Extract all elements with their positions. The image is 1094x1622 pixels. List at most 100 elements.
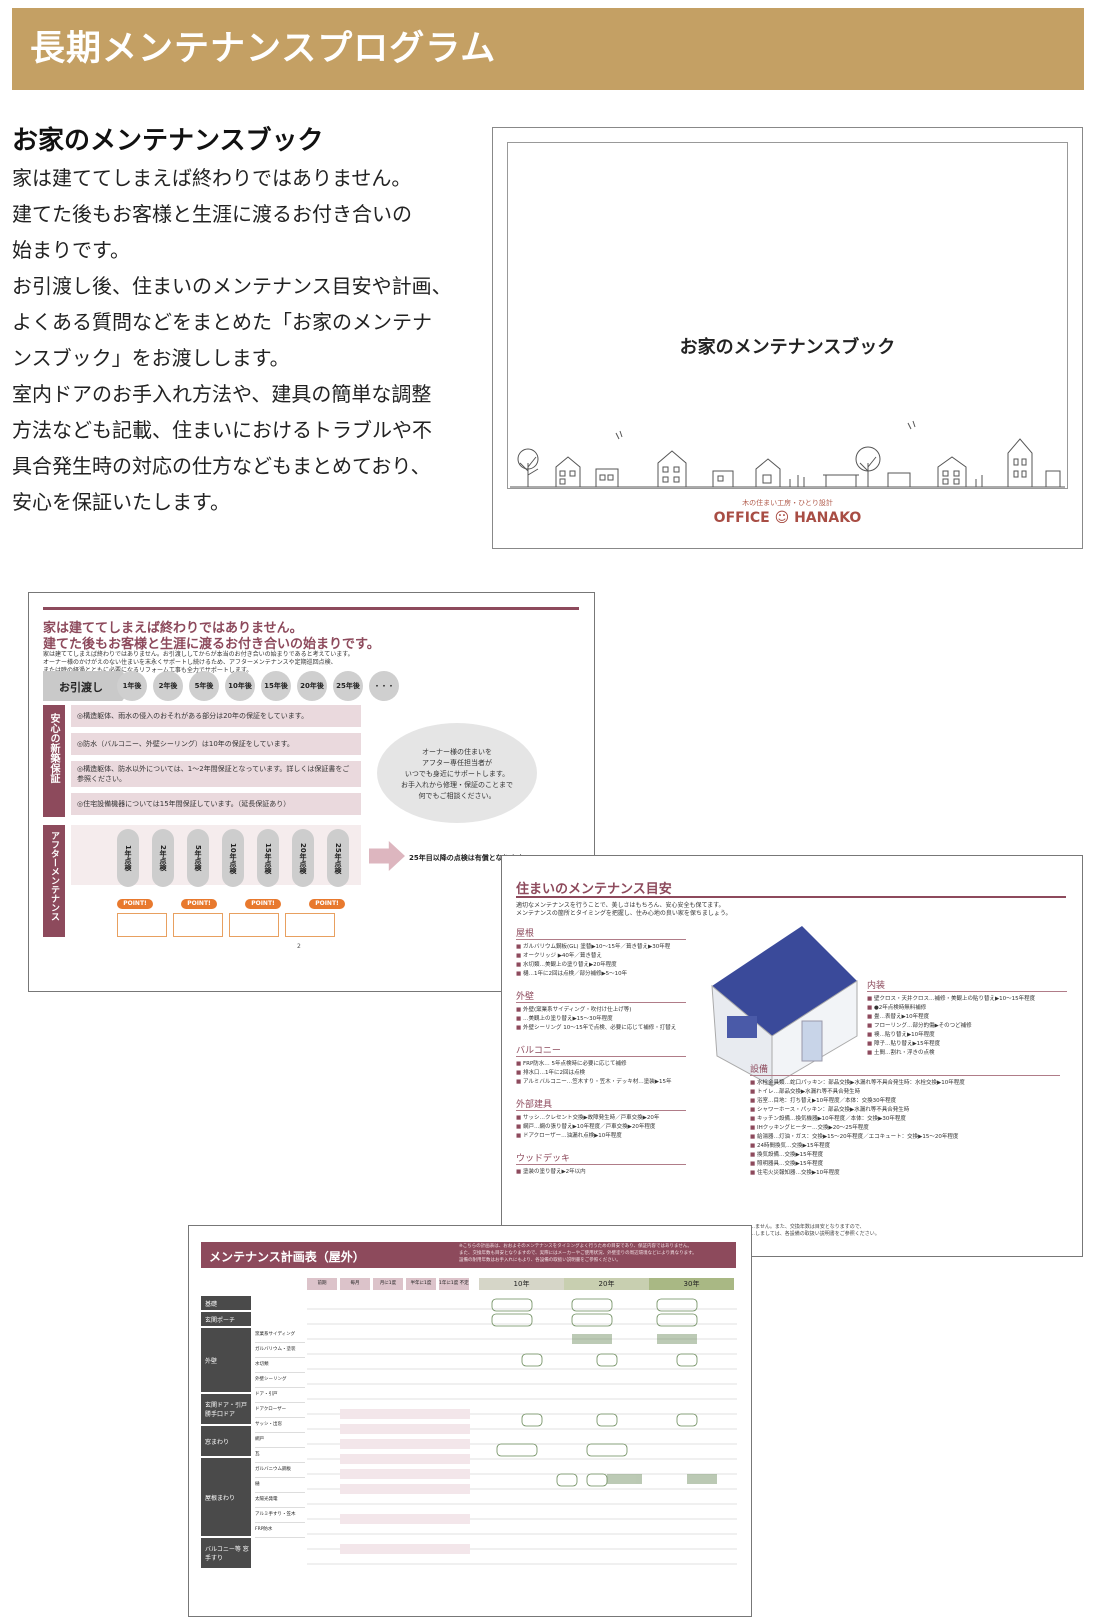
section: ウッドデッキ 塗装の塗り替え▶2年以内 <box>516 1151 716 1177</box>
interior-item: フローリング…部分的傷▶そのつど補修 <box>867 1022 1077 1031</box>
inspection-pill: 10年点検 <box>222 829 244 887</box>
plan-grid <box>307 1298 737 1565</box>
sheet2-title: 住まいのメンテナンス目安 <box>516 882 672 897</box>
brochure-page-guide: 住まいのメンテナンス目安 適切なメンテナンスを行うことで、美しさはもちろん、安心… <box>501 855 1083 1257</box>
after-arrow <box>369 841 405 871</box>
section-item: …美観上の塗り替え▶15〜30年程度 <box>516 1015 716 1024</box>
handover-label: お引渡し <box>59 681 103 694</box>
bubble-line: いつでも身近にサポートします。 <box>404 770 510 778</box>
intro-line: 家は建ててしまえば終わりではありません。 <box>12 166 412 190</box>
sheet1-title1: 家は建ててしまえば終わりではありません。 <box>43 621 303 636</box>
intro-line: 建てた後もお客様と生涯に渡るお付き合いの <box>12 202 412 226</box>
equipment-item: シャワーホース・パッキン：部品交換▶水漏れ等不具合発生時 <box>750 1106 1070 1115</box>
section-item: FRP防水… 5年点検時に必要に応じて補修 <box>516 1060 716 1069</box>
plan-title: メンテナンス計画表（屋外） <box>209 1250 365 1264</box>
row-label: 外壁シーリング <box>255 1373 305 1388</box>
warranty-item: ◎住宅設備機器については15年間保証しています。（延長保証あり） <box>71 793 361 815</box>
period-20: 20年 <box>564 1278 649 1290</box>
after-side-label: アフターメンテナンス <box>49 831 59 921</box>
plan-note: ※こちらの計画表は、おおよそのメンテナンスをタイミングよく行うための目安であり、… <box>459 1243 734 1264</box>
step-circle: 1年後 <box>117 671 147 701</box>
point-badge: POINT! <box>309 899 345 909</box>
step-circle: ・・・ <box>369 671 399 701</box>
row-label: 水切類 <box>255 1358 305 1373</box>
cover-logo: OFFICE ☺ HANAKO <box>713 510 862 526</box>
brochure-page-warranty: 家は建ててしまえば終わりではありません。 建てた後もお客様と生涯に渡るお付き合い… <box>28 592 595 992</box>
step-circle: 20年後 <box>297 671 327 701</box>
point-boxes <box>117 913 335 937</box>
section-item: 外壁シーリング 10〜15年で点検、必要に応じて補修・打替え <box>516 1024 716 1033</box>
support-bubble-text: オーナー様の住まいを アフター専任担当者が いつでも身近にサポートします。 お手… <box>387 747 527 802</box>
intro-heading: お家のメンテナンスブック <box>12 126 324 156</box>
section-item: 水切類…美観上の塗り替え▶20年程度 <box>516 961 716 970</box>
inspection-row: 1年点検 2年点検 5年点検 10年点検 15年点検 20年点検 25年点検 <box>117 829 349 887</box>
step-circle: 25年後 <box>333 671 363 701</box>
sheet1-title2: 建てた後もお客様と生涯に渡るお付き合いの始まりです。 <box>43 637 380 652</box>
col-header: 月に1度 <box>373 1278 403 1290</box>
intro-line: 室内ドアのお手入れ方法や、建具の簡単な調整 <box>12 382 432 406</box>
title-rule <box>516 896 1066 898</box>
section-item: アルミバルコニー…笠木すり・笠木・デッキ材…塗装▶15年 <box>516 1078 716 1087</box>
category: 窓まわり <box>201 1426 251 1456</box>
inspection-pill: 2年点検 <box>152 829 174 887</box>
plan-header-bar <box>201 1242 736 1268</box>
category: バルコニー等 窓手すり <box>201 1538 251 1568</box>
note-line: 設備の耐用年数はお手入れにもより、各設備の取扱い説明書をご参照ください。 <box>459 1258 621 1263</box>
sheet1-desc: 家は建ててしまえば終わりではありません。お引渡ししてからが本当のお付き合いの始ま… <box>43 651 563 675</box>
row-label: 瓦 <box>255 1448 305 1463</box>
plan-col-headers: 前期 毎月 月に1度 半年に1度 1年に1度 不定期 <box>307 1278 469 1290</box>
sheet2-desc: 適切なメンテナンスを行うことで、美しさはもちろん、安心安全も保てます。 メンテナ… <box>516 902 732 918</box>
warranty-side-bar <box>43 705 65 817</box>
equipment-item: トイレ…部品交換▶水漏れ等不具合発生時 <box>750 1088 1070 1097</box>
sheet2-footnote: …ません。また、交換年数は目安となりますので、 …しましては、各設備の取扱い説明… <box>750 1224 880 1238</box>
intro-body: 家は建ててしまえば終わりではありません。 建てた後もお客様と生涯に渡るお付き合い… <box>12 160 472 520</box>
row-label: 太陽光発電 <box>255 1493 305 1508</box>
note-line: また、交換年数も目安となりますので、実際にはメーカーやご使用状況、外壁塗りの周辺… <box>459 1251 697 1256</box>
section-list: 屋根 ガルバリウム鋼板(GL) 塗替▶10〜15年／葺き替え▶30年程 オークリ… <box>516 926 716 1177</box>
plan-rows: 窯業系サイディング ガルバリウム・塗装 水切類 外壁シーリング ドア・引戸 ドア… <box>255 1328 305 1538</box>
bubble-line: 何でもご相談ください。 <box>418 792 496 800</box>
desc-line: オーナー様のかけがえのない住まいを末永くサポートし続けるため、アフターメンテナン… <box>43 659 337 666</box>
interior-name: 内装 <box>867 978 1067 992</box>
equipment-item: 照明器具…交換▶15年程度 <box>750 1160 1070 1169</box>
interior-item: ●2年点検時無料補修 <box>867 1004 1077 1013</box>
after-paid-note: 25年目以降の点検は有償となります <box>409 854 524 862</box>
row-label: 窯業系サイディング <box>255 1328 305 1343</box>
section-name: 外壁 <box>516 989 686 1003</box>
equipment-item: IHクッキングヒーター…交換▶20〜25年程度 <box>750 1124 1070 1133</box>
page-number: 2 <box>297 943 301 950</box>
intro-line: 安心を保証いたします。 <box>12 490 230 514</box>
equipment-item: 換気設備…交換▶15年程度 <box>750 1151 1070 1160</box>
section: 外部建具 サッシ…クレセント交換▶故障発生時／戸車交換▶20年 網戸…網の張り替… <box>516 1097 716 1141</box>
equipment-block: 設備 水栓金具類…蛇口パッキン：部品交換▶水漏れ等不具合発生時：水栓交換▶10年… <box>750 1062 1070 1178</box>
section-name: ウッドデッキ <box>516 1151 686 1165</box>
intro-line: お引渡し後、住まいのメンテナンス目安や計画、 <box>12 274 452 298</box>
col-header: 半年に1度 <box>406 1278 436 1290</box>
desc-line: または時の経過とともに必要になるリフォーム工事も全力でサポートします。 <box>43 667 253 674</box>
page-banner <box>12 8 1084 90</box>
brochure-page-plan: メンテナンス計画表（屋外） ※こちらの計画表は、おおよそのメンテナンスをタイミン… <box>188 1225 752 1617</box>
footnote-line: …しましては、各設備の取扱い説明書をご参照ください。 <box>750 1231 880 1237</box>
interior-item: 襖…貼り替え▶10年程度 <box>867 1031 1077 1040</box>
col-header: 前期 <box>307 1278 337 1290</box>
point-row: POINT! POINT! POINT! POINT! <box>117 899 365 909</box>
row-label: ガルバリウム・塗装 <box>255 1343 305 1358</box>
category: 玄関ポーチ <box>201 1312 251 1326</box>
category: 玄関ドア・引戸 勝手口ドア <box>201 1394 251 1424</box>
section-item: 樋…1年に2回は点検／部分補修▶5〜10年 <box>516 970 716 979</box>
book-cover: お家のメンテナンスブック 木の住まい工房・ひとり設計 <box>492 127 1083 549</box>
footnote-line: …ません。また、交換年数は目安となりますので、 <box>750 1224 865 1230</box>
col-header: 毎月 <box>340 1278 370 1290</box>
desc-line: 家は建ててしまえば終わりではありません。お引渡ししてからが本当のお付き合いの始ま… <box>43 651 354 658</box>
top-rule <box>43 607 579 610</box>
after-side-bar <box>43 825 65 937</box>
equipment-item: 浴室…目地：打ち替え▶10年程度／本体：交換30年程度 <box>750 1097 1070 1106</box>
bubble-line: アフター専任担当者が <box>422 759 492 767</box>
row-label: アルミ手すり・笠木 <box>255 1508 305 1523</box>
warranty-side-label: 安心の新築保証 <box>48 713 59 783</box>
warranty-item: ◎構造躯体、雨水の侵入のおそれがある部分は20年の保証をしています。 <box>71 705 361 727</box>
intro-line: 具合発生時の対応の仕方などもまとめており、 <box>12 454 431 478</box>
section: 屋根 ガルバリウム鋼板(GL) 塗替▶10〜15年／葺き替え▶30年程 オークリ… <box>516 926 716 979</box>
category: 外壁 <box>201 1328 251 1392</box>
row-label: ドアクローザー <box>255 1403 305 1418</box>
